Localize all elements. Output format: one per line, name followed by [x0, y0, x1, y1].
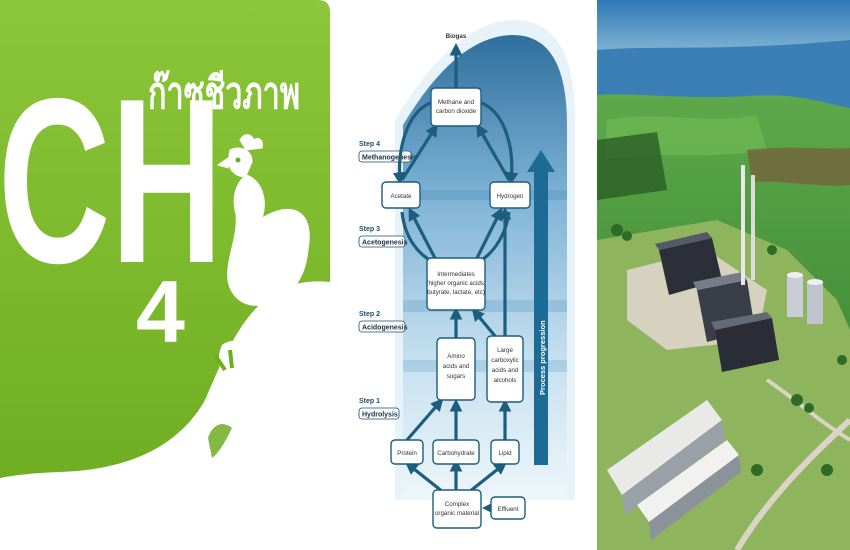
box-lipid-line1: Lipid	[498, 450, 512, 457]
box-effluent-line1: Effluent	[498, 506, 519, 513]
box-intermediates-line2: (higher organic acids,	[426, 280, 485, 287]
silos	[787, 272, 823, 324]
main-building	[655, 232, 779, 372]
box-carboxylic-line1: Large	[497, 347, 513, 354]
step-3-name: Acetogenesis	[362, 240, 408, 247]
box-methane-line2: carbon dioxide	[436, 108, 477, 115]
box-protein-line1: Protein	[397, 450, 417, 457]
box-carboxylic-line4: alcohols	[494, 377, 517, 384]
step-1-name: Hydrolysis	[362, 412, 398, 419]
diagram-svg: Biogas Process progression Step 4 Methan…	[358, 20, 575, 529]
box-hydrogen: Hydrogen	[489, 181, 531, 209]
step-3-number: Step 3	[359, 226, 380, 233]
process-arrow-head	[527, 150, 555, 172]
box-methane: Methane and carbon dioxide	[430, 87, 482, 127]
step-4-number: Step 4	[359, 141, 380, 148]
chimney-1	[741, 165, 745, 285]
box-amino-line3: sugars	[447, 373, 466, 380]
box-amino: Amino acids and sugars	[436, 337, 476, 401]
step-1-number: Step 1	[359, 398, 380, 405]
cow-icon	[206, 305, 330, 550]
biogas-logo-panel: CH 4 ก๊าซชีวภาพ	[0, 0, 330, 550]
box-protein: Protein	[390, 439, 424, 465]
box-amino-line1: Amino	[447, 353, 465, 360]
biogas-label: Biogas	[446, 33, 467, 40]
box-lipid: Lipid	[490, 439, 520, 465]
box-carboxylic: Large carboxylic acids and alcohols	[486, 335, 524, 403]
water	[597, 40, 850, 110]
chicken-icon	[216, 134, 310, 306]
dirt-field	[747, 147, 850, 186]
warehouses	[607, 400, 741, 540]
box-carboxylic-line2: carboxylic	[491, 357, 519, 364]
box-methane-line1: Methane and	[438, 99, 475, 106]
process-progression-label: Process progression	[538, 320, 547, 395]
formula-ch: CH	[0, 49, 223, 312]
box-carbohydrate-line1: Carbohydrate	[437, 450, 475, 457]
trees	[611, 224, 847, 476]
box-hydrogen-line1: Hydrogen	[497, 193, 524, 200]
process-arrow-shaft	[534, 170, 548, 465]
aerial-photo	[597, 0, 850, 550]
box-complex-line2: organic material	[435, 510, 479, 517]
box-effluent: Effluent	[490, 496, 526, 520]
box-acetate: Acetate	[381, 181, 421, 209]
box-carbohydrate: Carbohydrate	[432, 439, 480, 465]
step-1-group: Step 1 Hydrolysis	[358, 398, 400, 420]
road	[734, 417, 850, 550]
step-4-name: Methanogenesis	[362, 155, 417, 162]
box-complex-line1: Complex	[445, 501, 470, 508]
forest	[597, 132, 667, 200]
chimney-2	[751, 175, 755, 280]
box-acetate-line1: Acetate	[391, 193, 413, 200]
step-3-group: Step 3 Acetogenesis	[358, 226, 408, 248]
step-4-group: Step 4 Methanogenesis	[358, 141, 417, 163]
green-background-shape	[0, 0, 330, 478]
step-2-number: Step 2	[359, 311, 380, 318]
step-2-name: Acidogenesis	[362, 325, 408, 332]
step-2-group: Step 2 Acidogenesis	[358, 311, 408, 333]
box-intermediates: Intermediates (higher organic acids, but…	[426, 257, 486, 311]
box-intermediates-line3: butyrate, lactate, etc)	[427, 289, 485, 296]
box-complex: Complex organic material	[432, 489, 482, 529]
biogas-logo: CH 4 ก๊าซชีวภาพ	[0, 0, 330, 550]
formula-subscript-4: 4	[136, 262, 185, 361]
box-intermediates-line1: Intermediates	[437, 271, 475, 278]
anaerobic-digestion-diagram: Biogas Process progression Step 4 Methan…	[345, 0, 580, 550]
box-amino-line2: acids and	[443, 363, 470, 370]
box-carboxylic-line3: acids and	[492, 367, 519, 374]
biogas-plant-photo	[597, 0, 850, 550]
thai-title: ก๊าซชีวภาพ	[148, 68, 300, 119]
